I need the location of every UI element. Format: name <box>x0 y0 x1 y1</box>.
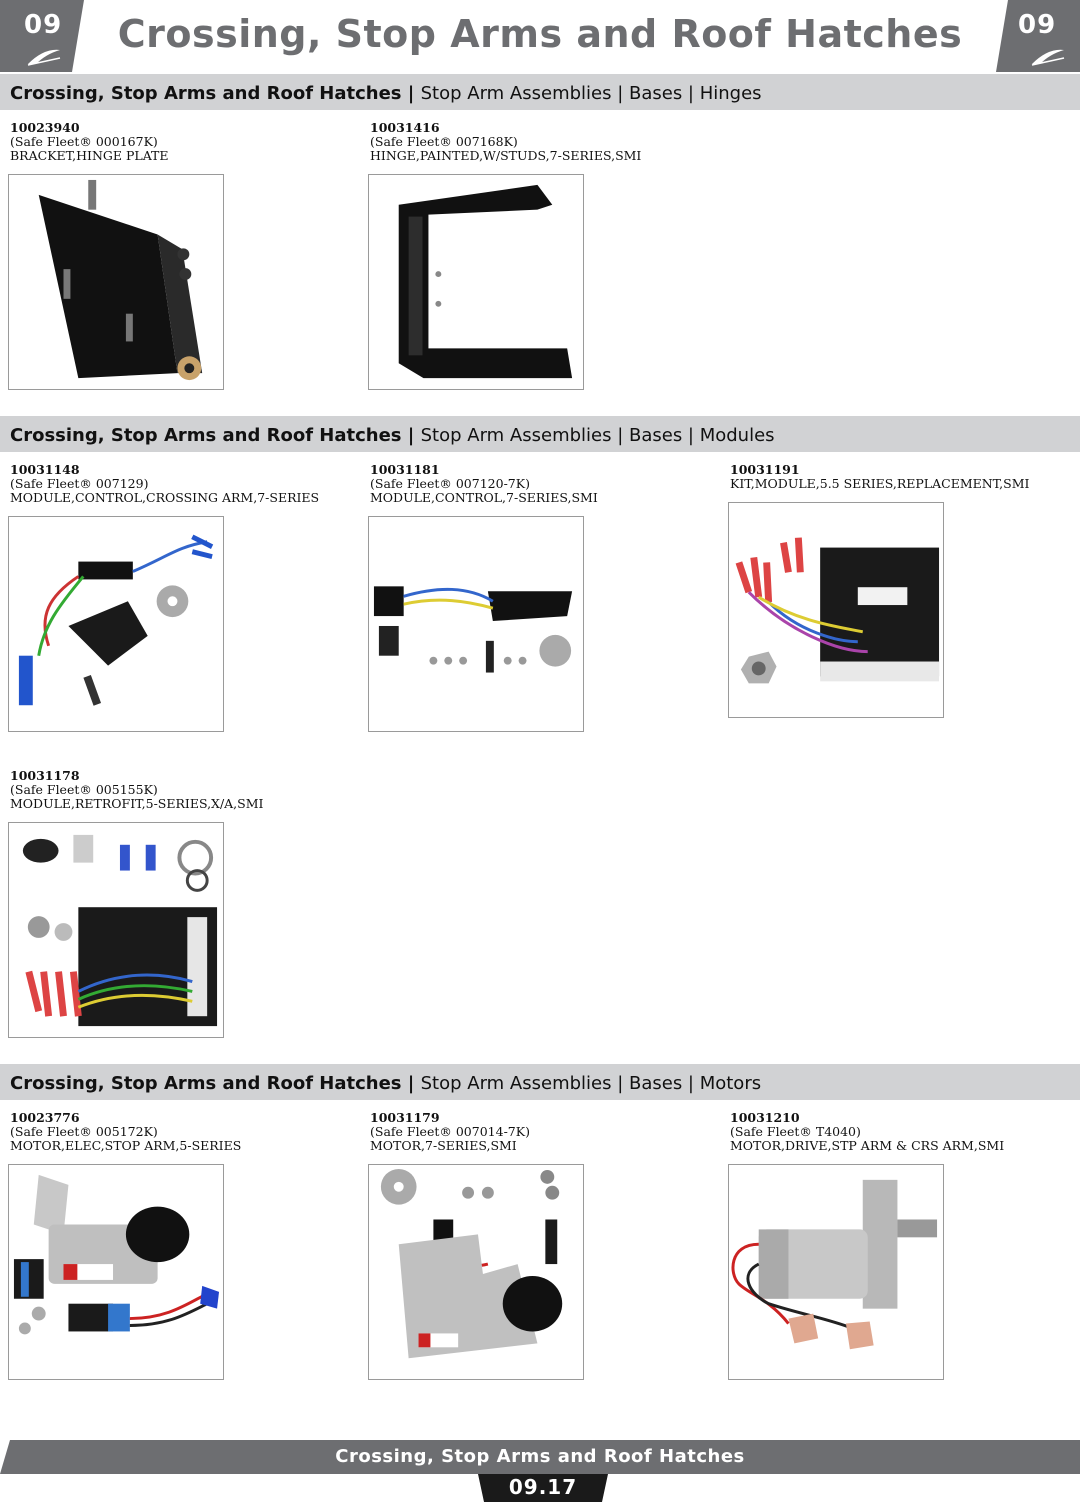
swoosh-logo-icon <box>1031 49 1065 66</box>
part-description: MODULE,CONTROL,CROSSING ARM,7-SERIES <box>10 490 320 505</box>
retrofit-module-photo[interactable] <box>8 822 224 1038</box>
section-separator: | <box>401 1073 421 1094</box>
control-module-photo[interactable] <box>368 516 584 732</box>
part-description: BRACKET,HINGE PLATE <box>10 148 169 163</box>
part-number: 10031416 <box>370 120 440 135</box>
product-item[interactable]: 10031148 (Safe Fleet® 007129) MODULE,CON… <box>10 463 350 505</box>
part-number: 10031191 <box>730 462 800 477</box>
part-description: MOTOR,ELEC,STOP ARM,5-SERIES <box>10 1138 242 1153</box>
section-separator: | <box>401 425 421 446</box>
safe-fleet-number: (Safe Fleet® 007014-7K) <box>370 1124 530 1139</box>
safe-fleet-number: (Safe Fleet® T4040) <box>730 1124 861 1139</box>
safe-fleet-number: (Safe Fleet® 000167K) <box>10 134 158 149</box>
part-number: 10031179 <box>370 1110 440 1125</box>
section-category: Crossing, Stop Arms and Roof Hatches <box>10 1073 402 1094</box>
product-item[interactable]: 10031181 (Safe Fleet® 007120-7K) MODULE,… <box>370 463 710 505</box>
part-number: 10031178 <box>10 768 80 783</box>
swoosh-logo-icon <box>27 49 61 66</box>
part-description: KIT,MODULE,5.5 SERIES,REPLACEMENT,SMI <box>730 476 1030 491</box>
section-category: Crossing, Stop Arms and Roof Hatches <box>10 83 402 104</box>
part-description: MOTOR,DRIVE,STP ARM & CRS ARM,SMI <box>730 1138 1005 1153</box>
part-number: 10031210 <box>730 1110 800 1125</box>
part-description: MODULE,CONTROL,7-SERIES,SMI <box>370 490 598 505</box>
chapter-number-left: 09 <box>24 10 63 40</box>
product-item[interactable]: 10023776 (Safe Fleet® 005172K) MOTOR,ELE… <box>10 1111 350 1153</box>
drive-motor-photo[interactable] <box>728 1164 944 1380</box>
control-module-photo[interactable] <box>8 516 224 732</box>
section-subcategory: Stop Arm Assemblies | Bases | Hinges <box>420 83 762 104</box>
section-subcategory: Stop Arm Assemblies | Bases | Modules <box>420 425 775 446</box>
safe-fleet-number: (Safe Fleet® 007120-7K) <box>370 476 530 491</box>
safe-fleet-number: (Safe Fleet® 005172K) <box>10 1124 158 1139</box>
chapter-number-right: 09 <box>1018 10 1057 40</box>
part-number: 10023940 <box>10 120 80 135</box>
chapter-tab-right: 09 <box>996 0 1080 72</box>
part-description: MOTOR,7-SERIES,SMI <box>370 1138 517 1153</box>
stop-arm-motor-photo[interactable] <box>368 1164 584 1380</box>
part-description: HINGE,PAINTED,W/STUDS,7-SERIES,SMI <box>370 148 642 163</box>
section-header-modules: Crossing, Stop Arms and Roof Hatches | S… <box>0 416 1080 452</box>
product-item[interactable]: 10031416 (Safe Fleet® 007168K) HINGE,PAI… <box>370 121 710 163</box>
hinge-plate-bracket-photo[interactable] <box>8 174 224 390</box>
part-description: MODULE,RETROFIT,5-SERIES,X/A,SMI <box>10 796 264 811</box>
page-number-box <box>478 1474 608 1502</box>
page-title: Crossing, Stop Arms and Roof Hatches <box>117 12 963 56</box>
product-item[interactable]: 10031179 (Safe Fleet® 007014-7K) MOTOR,7… <box>370 1111 710 1153</box>
part-number: 10031148 <box>10 462 80 477</box>
product-item[interactable]: 10023940 (Safe Fleet® 000167K) BRACKET,H… <box>10 121 350 163</box>
section-header-hinges: Crossing, Stop Arms and Roof Hatches | S… <box>0 74 1080 110</box>
page-number: 09.17 <box>508 1475 578 1499</box>
product-item[interactable]: 10031210 (Safe Fleet® T4040) MOTOR,DRIVE… <box>730 1111 1070 1153</box>
safe-fleet-number: (Safe Fleet® 005155K) <box>10 782 158 797</box>
footer-bar <box>0 1440 1080 1474</box>
product-item[interactable]: 10031178 (Safe Fleet® 005155K) MODULE,RE… <box>10 769 350 811</box>
footer-title: Crossing, Stop Arms and Roof Hatches <box>335 1446 745 1467</box>
painted-hinge-photo[interactable] <box>368 174 584 390</box>
stop-arm-motor-photo[interactable] <box>8 1164 224 1380</box>
module-kit-photo[interactable] <box>728 502 944 718</box>
chapter-tab-left: 09 <box>0 0 84 72</box>
section-category: Crossing, Stop Arms and Roof Hatches <box>10 425 402 446</box>
part-number: 10031181 <box>370 462 440 477</box>
product-item[interactable]: 10031191 KIT,MODULE,5.5 SERIES,REPLACEME… <box>730 463 1070 491</box>
section-header-motors: Crossing, Stop Arms and Roof Hatches | S… <box>0 1064 1080 1100</box>
safe-fleet-number: (Safe Fleet® 007129) <box>10 476 149 491</box>
part-number: 10023776 <box>10 1110 80 1125</box>
safe-fleet-number: (Safe Fleet® 007168K) <box>370 134 518 149</box>
section-separator: | <box>401 83 421 104</box>
section-subcategory: Stop Arm Assemblies | Bases | Motors <box>420 1073 762 1094</box>
